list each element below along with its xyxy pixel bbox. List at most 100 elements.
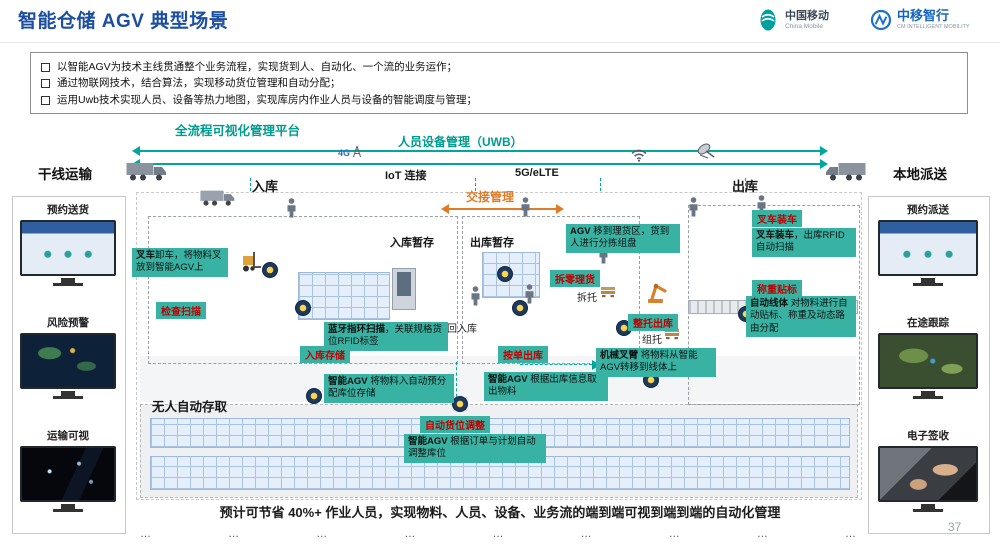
cm-intelligent-name: 中移智行 (897, 8, 950, 24)
robot-arm-icon (646, 278, 670, 304)
footer-dots: … … … … … … … … … (140, 528, 856, 540)
monitor-stand-base (53, 396, 83, 399)
wifi-icon (630, 148, 648, 162)
callout-forklift-unload: 叉车卸车，将物料叉放到智能AGV上 (132, 248, 228, 277)
callout-bluetooth-scan: 蓝牙指环扫描，关联规格货位RFID标签 (324, 322, 448, 351)
callout-text: 根据订单与计划自动调整库位 (408, 436, 536, 460)
monitor-stand (921, 278, 935, 283)
person-icon (756, 195, 767, 215)
agv-icon (452, 396, 468, 412)
callout-bold: 蓝牙指环扫描 (328, 324, 386, 335)
drop-connector (475, 178, 476, 191)
callout-bold: 叉车 (136, 250, 156, 261)
local-delivery-title: 本地派送 (893, 167, 947, 182)
agv-icon (306, 388, 322, 404)
callout-agv-inbound: 智能AGV 将物料入自动预分配库位存储 (324, 374, 454, 403)
drop-connector (600, 178, 601, 191)
bullet-row: 通过物联网技术，结合算法，实现移动货位管理和自动分配； (41, 75, 957, 91)
platform-flow-line (140, 150, 820, 152)
dot: … (668, 528, 680, 540)
monitor-stand (61, 391, 75, 396)
china-mobile-name: 中国移动 (785, 9, 829, 22)
person-icon (688, 197, 699, 217)
handover-arrow-line (448, 208, 556, 210)
staging-rack (298, 272, 390, 320)
monitor-stand-base (53, 283, 83, 286)
person-icon (286, 198, 297, 218)
callout-inbound-store: 入库存储 (300, 346, 350, 363)
dot: … (140, 528, 151, 540)
kiosk-screen (397, 272, 411, 296)
callout-bold: 智能AGV (328, 376, 368, 387)
palletize-label: 组托 (642, 335, 662, 346)
bullet-text-1: 以智能AGV为技术主线贯通整个业务流程，实现货到人、自动化、一个流的业务运作； (57, 61, 458, 73)
agv-icon (262, 262, 278, 278)
monitor-en-route-tracking: 在途跟踪 (878, 315, 978, 399)
person-icon (524, 284, 535, 304)
monitor-stand (61, 504, 75, 509)
dot: … (404, 528, 416, 540)
dot: … (492, 528, 504, 540)
monitor-dispatch-booking: 预约派送 (878, 202, 978, 286)
monitor-stand (61, 278, 75, 283)
callout-bold: 叉车装车 (756, 230, 795, 241)
china-mobile-subtext: China Mobile (785, 22, 823, 30)
china-mobile-logo: 中国移动 China Mobile (756, 8, 829, 32)
callout-text: 将物料从智能AGV转移到线体上 (600, 350, 698, 374)
callout-check-scan: 检查扫描 (156, 302, 206, 319)
monitor-label: 预约派送 (907, 204, 949, 216)
bullet-row: 以智能AGV为技术主线贯通整个业务流程，实现货到人、自动化、一个流的业务运作； (41, 59, 957, 75)
callout-text: 根据出库信息取出物料 (488, 374, 597, 398)
callout-text: 将物料入自动预分配库位存储 (328, 376, 447, 400)
bullet-text-3: 运用Uwb技术实现人员、设备等热力地图，实现库房内作业人员与设备的智能调度与管理… (57, 93, 478, 106)
zone-outbound-label: 出库 (732, 179, 759, 194)
inbound-staging-room (148, 216, 458, 364)
cm-intelligent-logo: 中移智行 CM INTELLIGENT MOBILITY (870, 8, 970, 31)
callout-auto-adjust: 自动货位调整 (420, 416, 490, 433)
dot: … (316, 528, 328, 540)
forklift-icon (236, 250, 262, 272)
dot: … (756, 528, 768, 540)
warehouse-boundary (136, 192, 862, 500)
visual-platform-label: 全流程可视化管理平台 (175, 124, 301, 138)
flow-line-right-arrow-icon (820, 146, 828, 156)
antenna-4g-icon: 4G (338, 144, 363, 158)
callout-agv-tally: AGV 移到理货区，货到人进行分拣组盘 (566, 224, 680, 253)
iot-label: IoT 连接 (385, 170, 427, 182)
monitor-risk-alert: 风险预警 (20, 315, 116, 399)
monitor-label: 电子签收 (907, 430, 949, 442)
monitor-electronic-signature: 电子签收 (878, 428, 978, 512)
handover-left-arrow-icon (441, 204, 449, 214)
checkbox-bullet-icon (41, 79, 50, 89)
bullet-text-2: 通过物联网技术，结合算法，实现移动货位管理和自动分配； (57, 77, 341, 90)
callout-bold: 机械叉臂 (600, 350, 639, 361)
monitor-stand-base (913, 396, 943, 399)
monitor-screen (878, 333, 978, 389)
monitor-stand-base (913, 283, 943, 286)
monitor-label: 风险预警 (47, 317, 89, 329)
bullet-row: 运用Uwb技术实现人员、设备等热力地图，实现库房内作业人员与设备的智能调度与管理… (41, 92, 957, 108)
zone-handover-label: 交接管理 (466, 190, 515, 204)
uwb-flow-line (140, 163, 820, 165)
5g-elte-label: 5G/eLTE (515, 167, 559, 179)
truck-icon (126, 160, 168, 182)
drop-connector (250, 178, 251, 191)
kiosk-device (392, 268, 416, 310)
callout-truck-load: 叉车装车，出库RFID自动扫描 (752, 228, 856, 257)
intro-box: 以智能AGV为技术主线贯通整个业务流程，实现货到人、自动化、一个流的业务运作； … (30, 52, 968, 114)
callout-bold: 智能AGV (408, 436, 448, 447)
dot: … (580, 528, 592, 540)
footer-summary: 预计可节省 40%+ 作业人员，实现物料、人员、设备、业务流的端到端可视到端到端… (219, 505, 781, 520)
monitor-stand-base (53, 509, 83, 512)
zone-inbound-staging-label: 入库暂存 (390, 237, 434, 249)
flow-connector (520, 364, 592, 365)
trunk-transport-title: 干线运输 (38, 167, 92, 182)
callout-bold: 自动线体 (750, 298, 789, 309)
flow-connector (456, 362, 457, 402)
truck-icon (824, 160, 866, 182)
cm-intelligent-icon (870, 9, 892, 31)
monitor-stand (921, 391, 935, 396)
monitor-stand-base (913, 509, 943, 512)
zone-auto-storage-label: 无人自动存取 (152, 400, 228, 414)
